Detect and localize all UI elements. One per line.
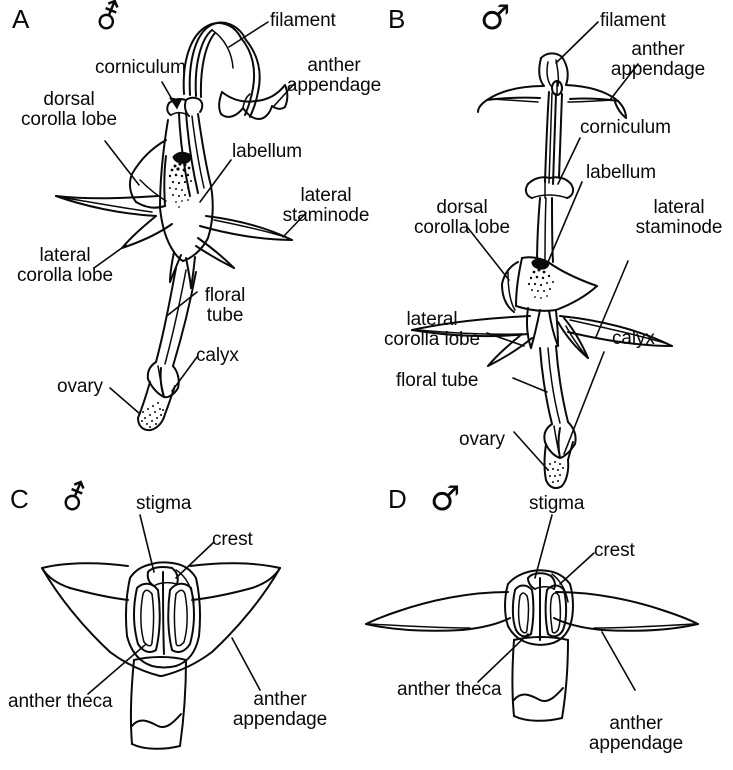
panel-c-hermaphrodite-symbol: ⚦ [60, 479, 89, 519]
label-ovary-a: ovary [57, 376, 103, 397]
panel-b-male-symbol: ♂ [480, 0, 511, 38]
leader-anther-theca-c [87, 644, 146, 695]
panel-letter-a: A [12, 4, 30, 34]
panel-a-hermaphrodite-symbol: ⚦ [94, 0, 123, 38]
panel-c-drawing [41, 514, 281, 750]
label-dorsal-corolla-lobe-a: dorsal corolla lobe [21, 89, 117, 131]
leader-lateral-staminode-b [595, 260, 629, 338]
leader-labellum-b [547, 181, 583, 263]
ovary-stipple-b [547, 461, 564, 483]
leader-stigma-d [534, 514, 553, 579]
labellum-stipple-a [168, 157, 192, 208]
panel-a-drawing [55, 21, 307, 432]
leader-anther-appendage-c [231, 637, 261, 691]
ovary-stipple-a [141, 402, 164, 428]
leader-anther-appendage-d [601, 631, 636, 691]
label-filament-b: filament [600, 10, 666, 31]
panel-letter-d: D [388, 484, 407, 514]
leader-anther-appendage-a [273, 83, 295, 107]
leader-lateral-corolla-lobe-b [486, 332, 525, 347]
label-anther-theca-c: anther theca [8, 691, 113, 712]
label-anther-appendage-d: anther appendage [588, 713, 684, 755]
leader-anther-theca-d [477, 633, 529, 683]
leader-calyx-b [563, 351, 605, 455]
label-calyx-b: calyx [612, 328, 655, 349]
label-labellum-b: labellum [586, 162, 656, 183]
label-lateral-corolla-lobe-b: lateral corolla lobe [384, 309, 480, 351]
leader-calyx-a [171, 356, 198, 392]
leader-crest-c [175, 541, 215, 579]
panel-letter-c: C [10, 484, 29, 514]
panel-d-male-symbol: ♂ [430, 479, 461, 519]
label-lateral-staminode-b: lateral staminode [635, 197, 723, 239]
label-floral-tube-b: floral tube [396, 370, 479, 391]
leader-lateral-staminode-a [282, 212, 307, 238]
label-anther-appendage-b: anther appendage [610, 39, 706, 81]
label-floral-tube-a: floral tube [204, 285, 246, 327]
leader-stigma-c [139, 514, 155, 573]
leader-ovary-a [109, 387, 141, 415]
label-stigma-c: stigma [136, 493, 192, 514]
label-crest-c: crest [212, 529, 253, 550]
label-lateral-staminode-a: lateral staminode [282, 185, 370, 227]
leader-crest-d [559, 552, 595, 585]
leader-anther-appendage-b [609, 63, 639, 101]
labellum-stipple-b [527, 268, 554, 299]
leader-floral-tube-b [512, 377, 548, 393]
label-filament-a: filament [270, 10, 336, 31]
leader-dorsal-corolla-lobe-b [467, 227, 510, 281]
leader-filament-a [228, 21, 269, 48]
label-stigma-d: stigma [529, 493, 585, 514]
leader-filament-b [555, 21, 599, 64]
label-anther-appendage-a: anther appendage [286, 55, 382, 97]
label-calyx-a: calyx [196, 345, 239, 366]
label-crest-d: crest [594, 540, 635, 561]
label-corniculum-b: corniculum [580, 117, 671, 138]
panel-d-drawing [365, 514, 699, 722]
leader-ovary-b [513, 431, 549, 471]
leader-lateral-corolla-lobe-a [93, 244, 127, 269]
label-ovary-b: ovary [459, 429, 505, 450]
panel-letter-b: B [388, 4, 406, 34]
label-corniculum-a: corniculum [95, 57, 186, 78]
label-dorsal-corolla-lobe-b: dorsal corolla lobe [414, 197, 510, 239]
leader-corniculum-b [557, 137, 581, 185]
label-anther-theca-d: anther theca [397, 679, 502, 700]
leader-labellum-a [199, 159, 232, 203]
leader-dorsal-corolla-lobe-a [104, 140, 140, 186]
leader-floral-tube-a [167, 291, 198, 316]
label-anther-appendage-c: anther appendage [232, 689, 328, 731]
panel-b-drawing [411, 21, 673, 489]
label-labellum-a: labellum [232, 141, 302, 162]
label-lateral-corolla-lobe-a: lateral corolla lobe [17, 245, 113, 287]
